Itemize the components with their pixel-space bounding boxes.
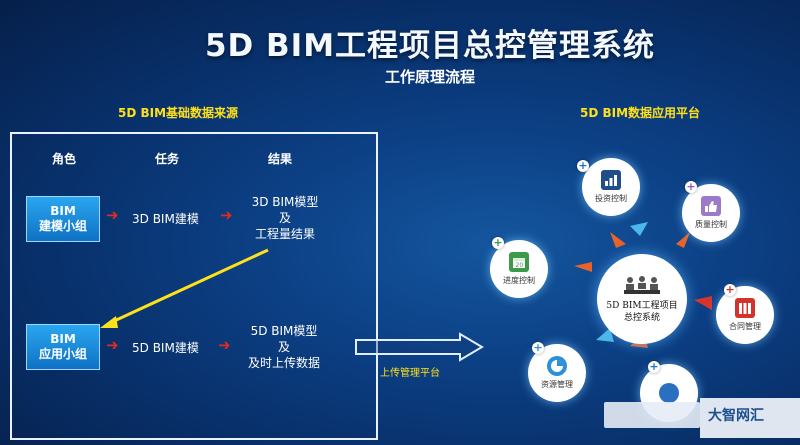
left-section-heading: 5D BIM基础数据来源 — [118, 106, 239, 120]
red-arrow-icon: ➜ — [106, 206, 119, 224]
module-label: 合同管理 — [729, 322, 761, 331]
module-label: 投资控制 — [595, 194, 627, 203]
role-line-1: BIM — [50, 332, 76, 346]
watermark-text: 大智网汇 — [708, 408, 764, 424]
bar-chart-icon — [601, 170, 621, 190]
module-label: 资源管理 — [541, 380, 573, 389]
plus-icon: + — [492, 236, 504, 249]
role-line-2: 建模小组 — [38, 219, 87, 233]
right-section-heading: 5D BIM数据应用平台 — [580, 106, 701, 120]
flow-chevron — [676, 232, 690, 248]
red-arrow-icon: ➜ — [106, 336, 119, 354]
hub-line-2: 总控系统 — [623, 312, 660, 323]
flow-chevron — [610, 232, 626, 248]
result-line: 及时上传数据 — [247, 356, 320, 370]
red-arrow-icon: ➜ — [220, 206, 233, 224]
task-5d-modeling: 5D BIM建模 — [132, 341, 199, 355]
upload-arrow — [355, 332, 484, 362]
plus-icon: + — [685, 180, 697, 193]
page-subtitle: 工作原理流程 — [384, 68, 475, 86]
role-box-application-team: BIM 应用小组 — [26, 324, 100, 370]
control-system-hub: 5D BIM工程项目 总控系统 — [597, 254, 687, 344]
watermark-strip — [700, 398, 800, 438]
column-header-task: 任务 — [155, 152, 180, 166]
page-title: 5D BIM工程项目总控管理系统 — [204, 28, 656, 64]
plus-icon: + — [648, 360, 660, 373]
plus-icon: + — [577, 159, 589, 172]
watermark-blur — [604, 402, 700, 428]
task-3d-modeling: 3D BIM建模 — [132, 212, 199, 226]
upload-label: 上传管理平台 — [380, 368, 440, 379]
binders-icon — [735, 298, 755, 318]
yellow-diagonal-arrow — [111, 248, 269, 324]
role-line-2: 应用小组 — [38, 347, 87, 361]
plus-icon: + — [532, 341, 544, 354]
flow-chevron — [630, 222, 648, 236]
hub-line-1: 5D BIM工程项目 — [606, 300, 678, 311]
result-5d-model: 5D BIM模型 及 及时上传数据 — [236, 323, 332, 371]
flow-chevron — [574, 262, 592, 272]
result-line: 工程量结果 — [254, 227, 315, 241]
module-quality-control[interactable]: 质量控制 — [682, 184, 740, 242]
column-header-result: 结果 — [268, 152, 293, 166]
result-line: 及 — [277, 340, 290, 354]
circle-icon — [659, 383, 679, 403]
column-header-role: 角色 — [52, 152, 77, 166]
role-line-1: BIM — [50, 204, 76, 218]
flow-chevron — [694, 296, 712, 310]
result-line: 及 — [278, 211, 291, 225]
plus-icon: + — [724, 283, 736, 296]
result-3d-model: 3D BIM模型 及 工程量结果 — [242, 194, 328, 242]
yellow-arrowhead — [100, 316, 118, 328]
flow-chevron — [596, 328, 614, 342]
module-schedule-control[interactable]: 20 进度控制 — [490, 240, 548, 298]
calendar-icon: 20 — [509, 252, 529, 272]
role-box-modeling-team: BIM 建模小组 — [26, 196, 100, 242]
red-arrow-icon: ➜ — [218, 336, 231, 354]
pie-chart-icon — [547, 356, 567, 376]
meeting-icon — [624, 275, 660, 294]
module-contract-management[interactable]: 合同管理 — [716, 286, 774, 344]
module-investment-control[interactable]: 投资控制 — [582, 158, 640, 216]
result-line: 5D BIM模型 — [250, 324, 318, 338]
svg-text:20: 20 — [516, 262, 524, 269]
thumbs-up-icon — [701, 196, 721, 216]
data-source-panel — [10, 132, 378, 440]
module-label: 质量控制 — [695, 220, 727, 229]
result-line: 3D BIM模型 — [251, 195, 319, 209]
module-label: 进度控制 — [503, 276, 535, 285]
